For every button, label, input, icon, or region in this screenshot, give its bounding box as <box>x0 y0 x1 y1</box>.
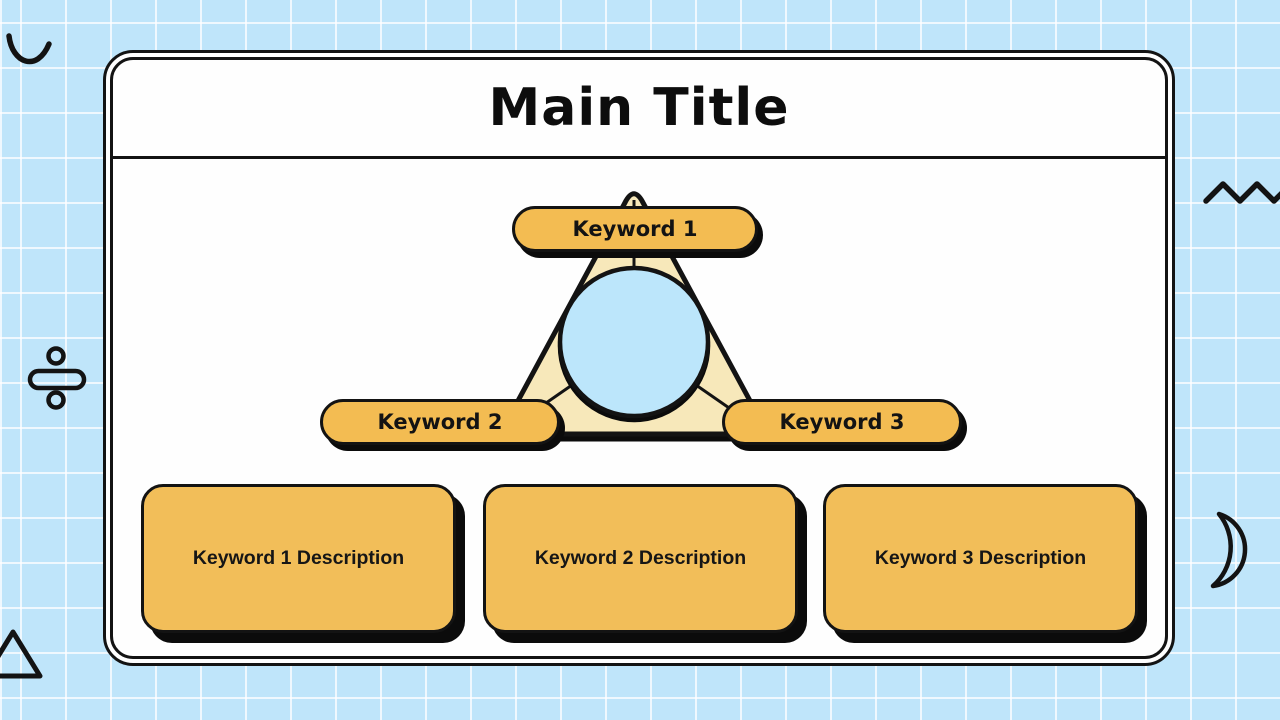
page-title[interactable]: Main Title <box>488 78 790 138</box>
center-circle <box>557 265 711 419</box>
keyword-3-pill[interactable]: Keyword 3 <box>722 399 962 445</box>
keyword-1-label: Keyword 1 <box>572 217 698 241</box>
keyword-1-description-card[interactable]: Keyword 1 Description <box>141 484 456 633</box>
keyword-2-description-label: Keyword 2 Description <box>534 547 747 569</box>
keyword-2-label: Keyword 2 <box>377 410 503 434</box>
keyword-1-description-label: Keyword 1 Description <box>192 547 405 569</box>
keyword-2-pill[interactable]: Keyword 2 <box>320 399 560 445</box>
keyword-2-description-card[interactable]: Keyword 2 Description <box>483 484 798 633</box>
keyword-3-description-card[interactable]: Keyword 3 Description <box>823 484 1138 633</box>
zigzag-icon <box>1203 181 1280 204</box>
arc-icon <box>6 33 52 65</box>
keyword-3-description-label: Keyword 3 Description <box>874 547 1087 569</box>
crescent-icon <box>1210 511 1248 589</box>
keyword-1-pill[interactable]: Keyword 1 <box>512 206 758 252</box>
title-bar: Main Title <box>113 60 1165 159</box>
division-icon <box>27 346 87 410</box>
keyword-3-label: Keyword 3 <box>779 410 905 434</box>
rounded-triangle-icon <box>0 629 43 679</box>
